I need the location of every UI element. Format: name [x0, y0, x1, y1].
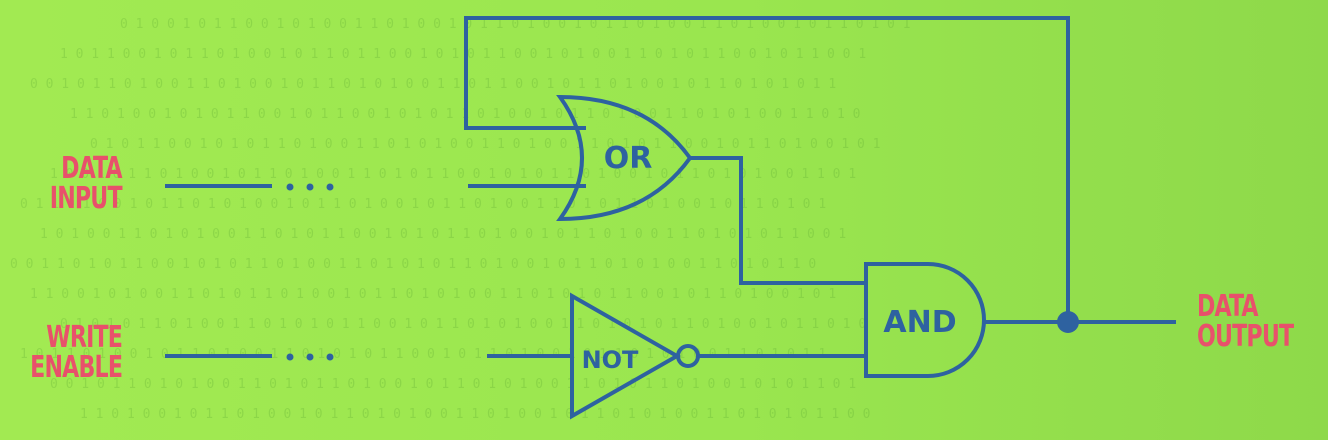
svg-text:1 0 0 1 0 1 1 0 1 0 0 1 0 1 1: 1 0 0 1 0 1 1 0 1 0 0 1 0 1 1 0 1 0 0 1 …: [50, 167, 856, 182]
write-enable-ellipsis: [286, 353, 334, 361]
or-gate-label: OR: [604, 141, 653, 176]
svg-text:0 1 0 1 0 1 1 0 1 0 0 1 1 0 1: 0 1 0 1 0 1 1 0 1 0 0 1 1 0 1 0 1 0 1 1 …: [60, 317, 866, 332]
svg-text:0 0 1 0 1 1 0 1 0 0 1 1 0 1 0: 0 0 1 0 1 1 0 1 0 0 1 1 0 1 0 0 1 0 1 1 …: [30, 77, 836, 92]
write-enable-label: WRITE ENABLE: [30, 320, 123, 385]
or-gate: [556, 94, 693, 222]
data-input-label-line2: INPUT: [50, 181, 123, 216]
data-output-label: DATA OUTPUT: [1197, 289, 1294, 354]
data-output-label-line2: OUTPUT: [1197, 319, 1294, 354]
data-input-label: DATA INPUT: [50, 151, 123, 216]
write-enable-label-line1: WRITE: [46, 320, 123, 355]
not-gate-label: NOT: [582, 346, 639, 374]
and-gate: [864, 262, 986, 378]
write-enable-label-line2: ENABLE: [30, 350, 123, 385]
feedback-loop-wire: [464, 16, 1070, 322]
svg-text:1 0 1 1 0 0 1 0 1 1 0 1 0 0 1: 1 0 1 1 0 0 1 0 1 1 0 1 0 0 1 0 1 1 0 1 …: [60, 47, 866, 62]
not-gate: [570, 292, 682, 420]
data-input-ellipsis: [286, 183, 334, 191]
svg-text:1 1 0 1 0 0 1 0 1 1 0 1 0 0 1: 1 1 0 1 0 0 1 0 1 1 0 1 0 0 1 0 1 1 0 1 …: [80, 407, 871, 422]
svg-text:0 0 1 1 0 1 0 1 1 0 0 1 0 1 0: 0 0 1 1 0 1 0 1 1 0 0 1 0 1 0 1 1 0 1 0 …: [10, 257, 816, 272]
or-to-and-wire: [690, 156, 866, 285]
svg-text:1 1 0 0 1 0 1 0 0 1 1 0 1 0 1: 1 1 0 0 1 0 1 0 0 1 1 0 1 0 1 1 0 1 0 0 …: [30, 287, 836, 302]
and-gate-label: AND: [883, 305, 956, 340]
svg-text:0 1 0 0 1 0 1 1 0 0 1 0 1 0 0: 0 1 0 0 1 0 1 1 0 0 1 0 1 0 0 1 1 0 1 0 …: [120, 17, 911, 32]
svg-text:1 0 1 0 0 1 1 0 1 0 1 0 0 1 1: 1 0 1 0 0 1 1 0 1 0 1 0 0 1 1 0 1 0 1 1 …: [40, 227, 846, 242]
junction-dot: [1057, 311, 1079, 333]
svg-text:1 0 1 1 0 1 0 0 1 0 1 1 0 1 0: 1 0 1 1 0 1 0 0 1 0 1 1 0 1 0 0 1 1 0 1 …: [20, 347, 826, 362]
data-output-label-line1: DATA: [1197, 289, 1258, 324]
svg-text:0 0 1 0 1 1 0 1 0 1 0 0 1 1 0: 0 0 1 0 1 1 0 1 0 1 0 0 1 1 0 1 0 1 1 0 …: [50, 377, 856, 392]
data-input-label-line1: DATA: [61, 151, 122, 186]
